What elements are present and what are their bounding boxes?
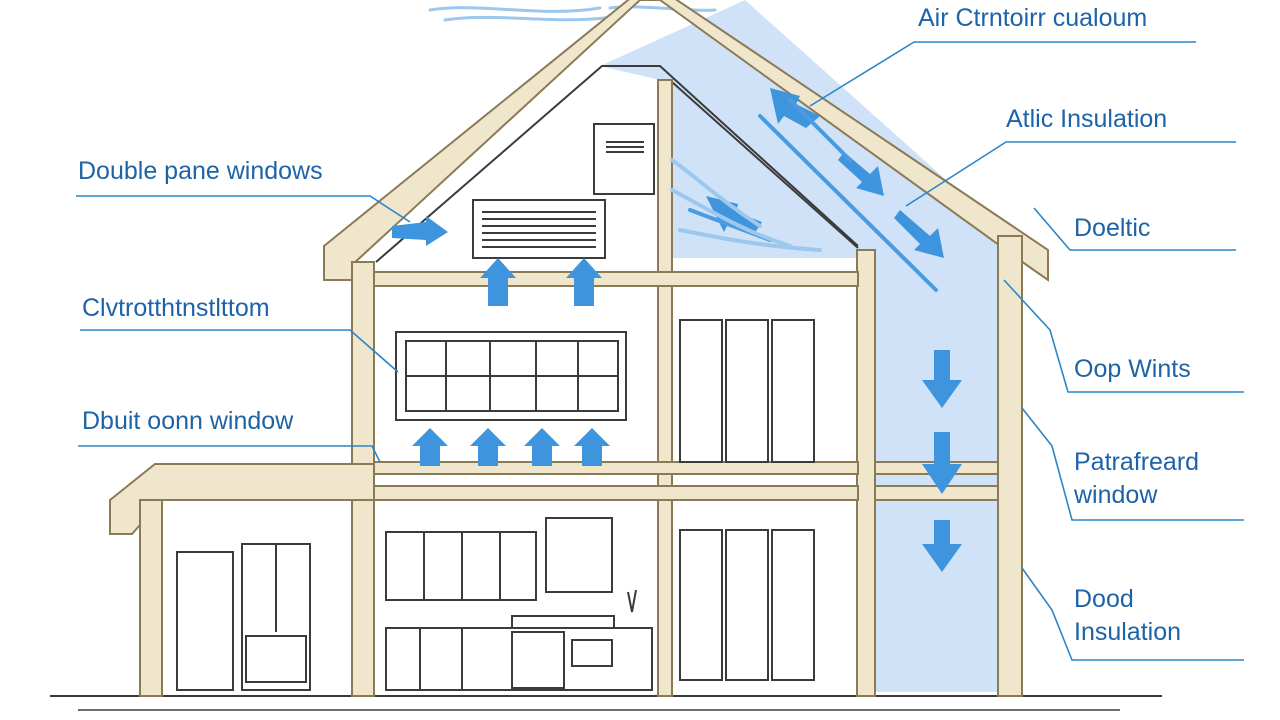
main-roof (323, 0, 1049, 282)
label-dood-line-2: Insulation (1074, 618, 1182, 646)
window-icon (395, 331, 627, 421)
vent-icon (472, 199, 606, 259)
label-attic-insulation: Atlic Insulation (1006, 105, 1168, 133)
label-patrareard-line-2: window (1074, 481, 1158, 509)
label-dood-insulation: Dood Insulation (1074, 583, 1181, 649)
door-icon (176, 543, 311, 691)
label-dbuit-window: Dbuit oonn window (82, 407, 294, 435)
label-air-circulation: Air Ctrntoirr cualoum (918, 4, 1148, 32)
airflow-streaks (670, 98, 938, 292)
airflow-arrow-icon (392, 88, 962, 572)
cabinet-icon (679, 319, 815, 463)
label-doeltic: Doeltic (1074, 214, 1151, 242)
kitchen (385, 517, 653, 691)
label-dood-line-1: Dood (1074, 585, 1134, 613)
label-civ-insulation: Clvtrotthtnstlttom (82, 294, 270, 322)
cabinet-icon (679, 529, 815, 681)
label-double-pane-windows: Double pane windows (78, 157, 323, 185)
leader-lines (76, 41, 1244, 661)
vent-icon (593, 123, 655, 195)
label-patrareard-line-1: Patrafreard (1074, 448, 1200, 476)
inner-roof-line (375, 65, 859, 263)
left-annex (109, 463, 375, 697)
label-patrareard-window: Patrafreard window (1074, 446, 1199, 512)
label-oop-wints: Oop Wints (1074, 355, 1191, 383)
